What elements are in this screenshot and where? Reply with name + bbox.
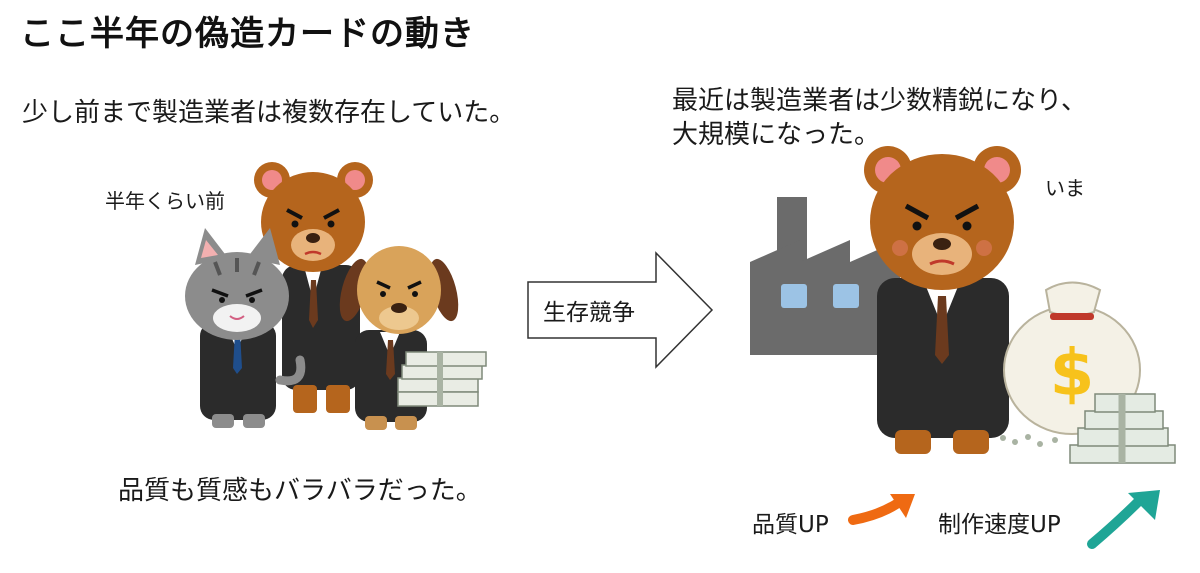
factory-icon (750, 197, 900, 355)
quality-up-arrow-icon (848, 494, 915, 525)
left-caption: 品質も質感もバラバラだった。 (118, 476, 482, 506)
speed-up-arrow-icon (1087, 490, 1160, 549)
cash-stack-icon (397, 351, 487, 407)
right-description-line2: 大規模になった。 (672, 120, 881, 150)
dollar-symbol: $ (1050, 337, 1095, 411)
big-bear-manufacturer-icon (864, 146, 1021, 454)
right-description-line1: 最近は製造業者は少数精鋭になり、 (672, 86, 1087, 116)
cat-manufacturer-icon (185, 228, 306, 428)
quality-up-label: 品質UP (752, 512, 829, 538)
page-title: ここ半年の偽造カードの動き (20, 14, 475, 54)
left-time-label: 半年くらい前 (105, 189, 225, 213)
survival-competition-arrow (527, 251, 714, 369)
money-bag-icon: $ (1003, 281, 1141, 435)
right-time-label: いま (1045, 176, 1085, 200)
speed-up-label: 制作速度UP (938, 512, 1061, 538)
arrow-label: 生存競争 (543, 300, 635, 326)
left-description: 少し前まで製造業者は複数存在していた。 (22, 98, 516, 128)
cash-pile-icon (1000, 393, 1176, 464)
